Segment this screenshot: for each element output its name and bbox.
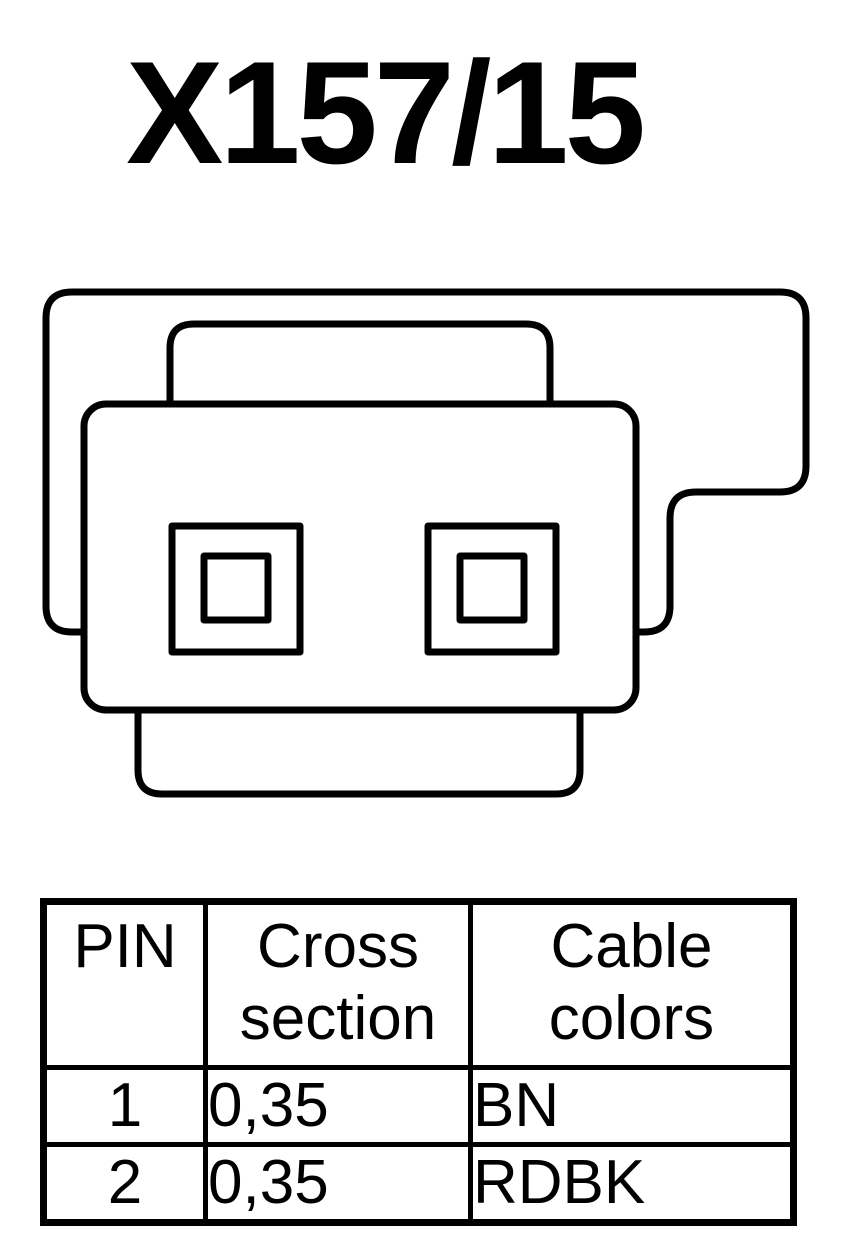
row-pin-number: 1: [41, 1065, 208, 1147]
row-cable-color: BN: [468, 1065, 796, 1147]
connector-diagram: [42, 288, 810, 798]
connector-title: X157/15: [126, 31, 646, 194]
connector-bottom-tab: [134, 712, 584, 798]
row-cross-section: 0,35: [203, 1142, 473, 1225]
table-row: 2 0,35 RDBK: [41, 1142, 796, 1225]
pin-2-inner-icon: [456, 552, 528, 624]
pin-1-terminal: [168, 522, 304, 656]
row-cross-section: 0,35: [203, 1065, 473, 1147]
pin-1-inner-icon: [200, 552, 272, 624]
row-pin-number: 2: [41, 1142, 208, 1225]
pin-2-terminal: [424, 522, 560, 656]
connector-face: [80, 400, 640, 714]
pin-2-outer-icon: [424, 522, 560, 656]
row-cable-color: RDBK: [468, 1142, 796, 1225]
pin-assignment-table: PIN Cross section Cable colors 1 0,35 BN…: [40, 898, 797, 1226]
header-cable-colors: Cable colors: [468, 899, 796, 1070]
header-pin: PIN: [41, 899, 208, 1070]
table-header-row: PIN Cross section Cable colors: [41, 899, 796, 1070]
pin-1-outer-icon: [168, 522, 304, 656]
connector-housing-outline: [42, 288, 810, 636]
connector-top-latch: [166, 320, 554, 402]
header-cross-section: Cross section: [203, 899, 473, 1070]
table-row: 1 0,35 BN: [41, 1065, 796, 1147]
